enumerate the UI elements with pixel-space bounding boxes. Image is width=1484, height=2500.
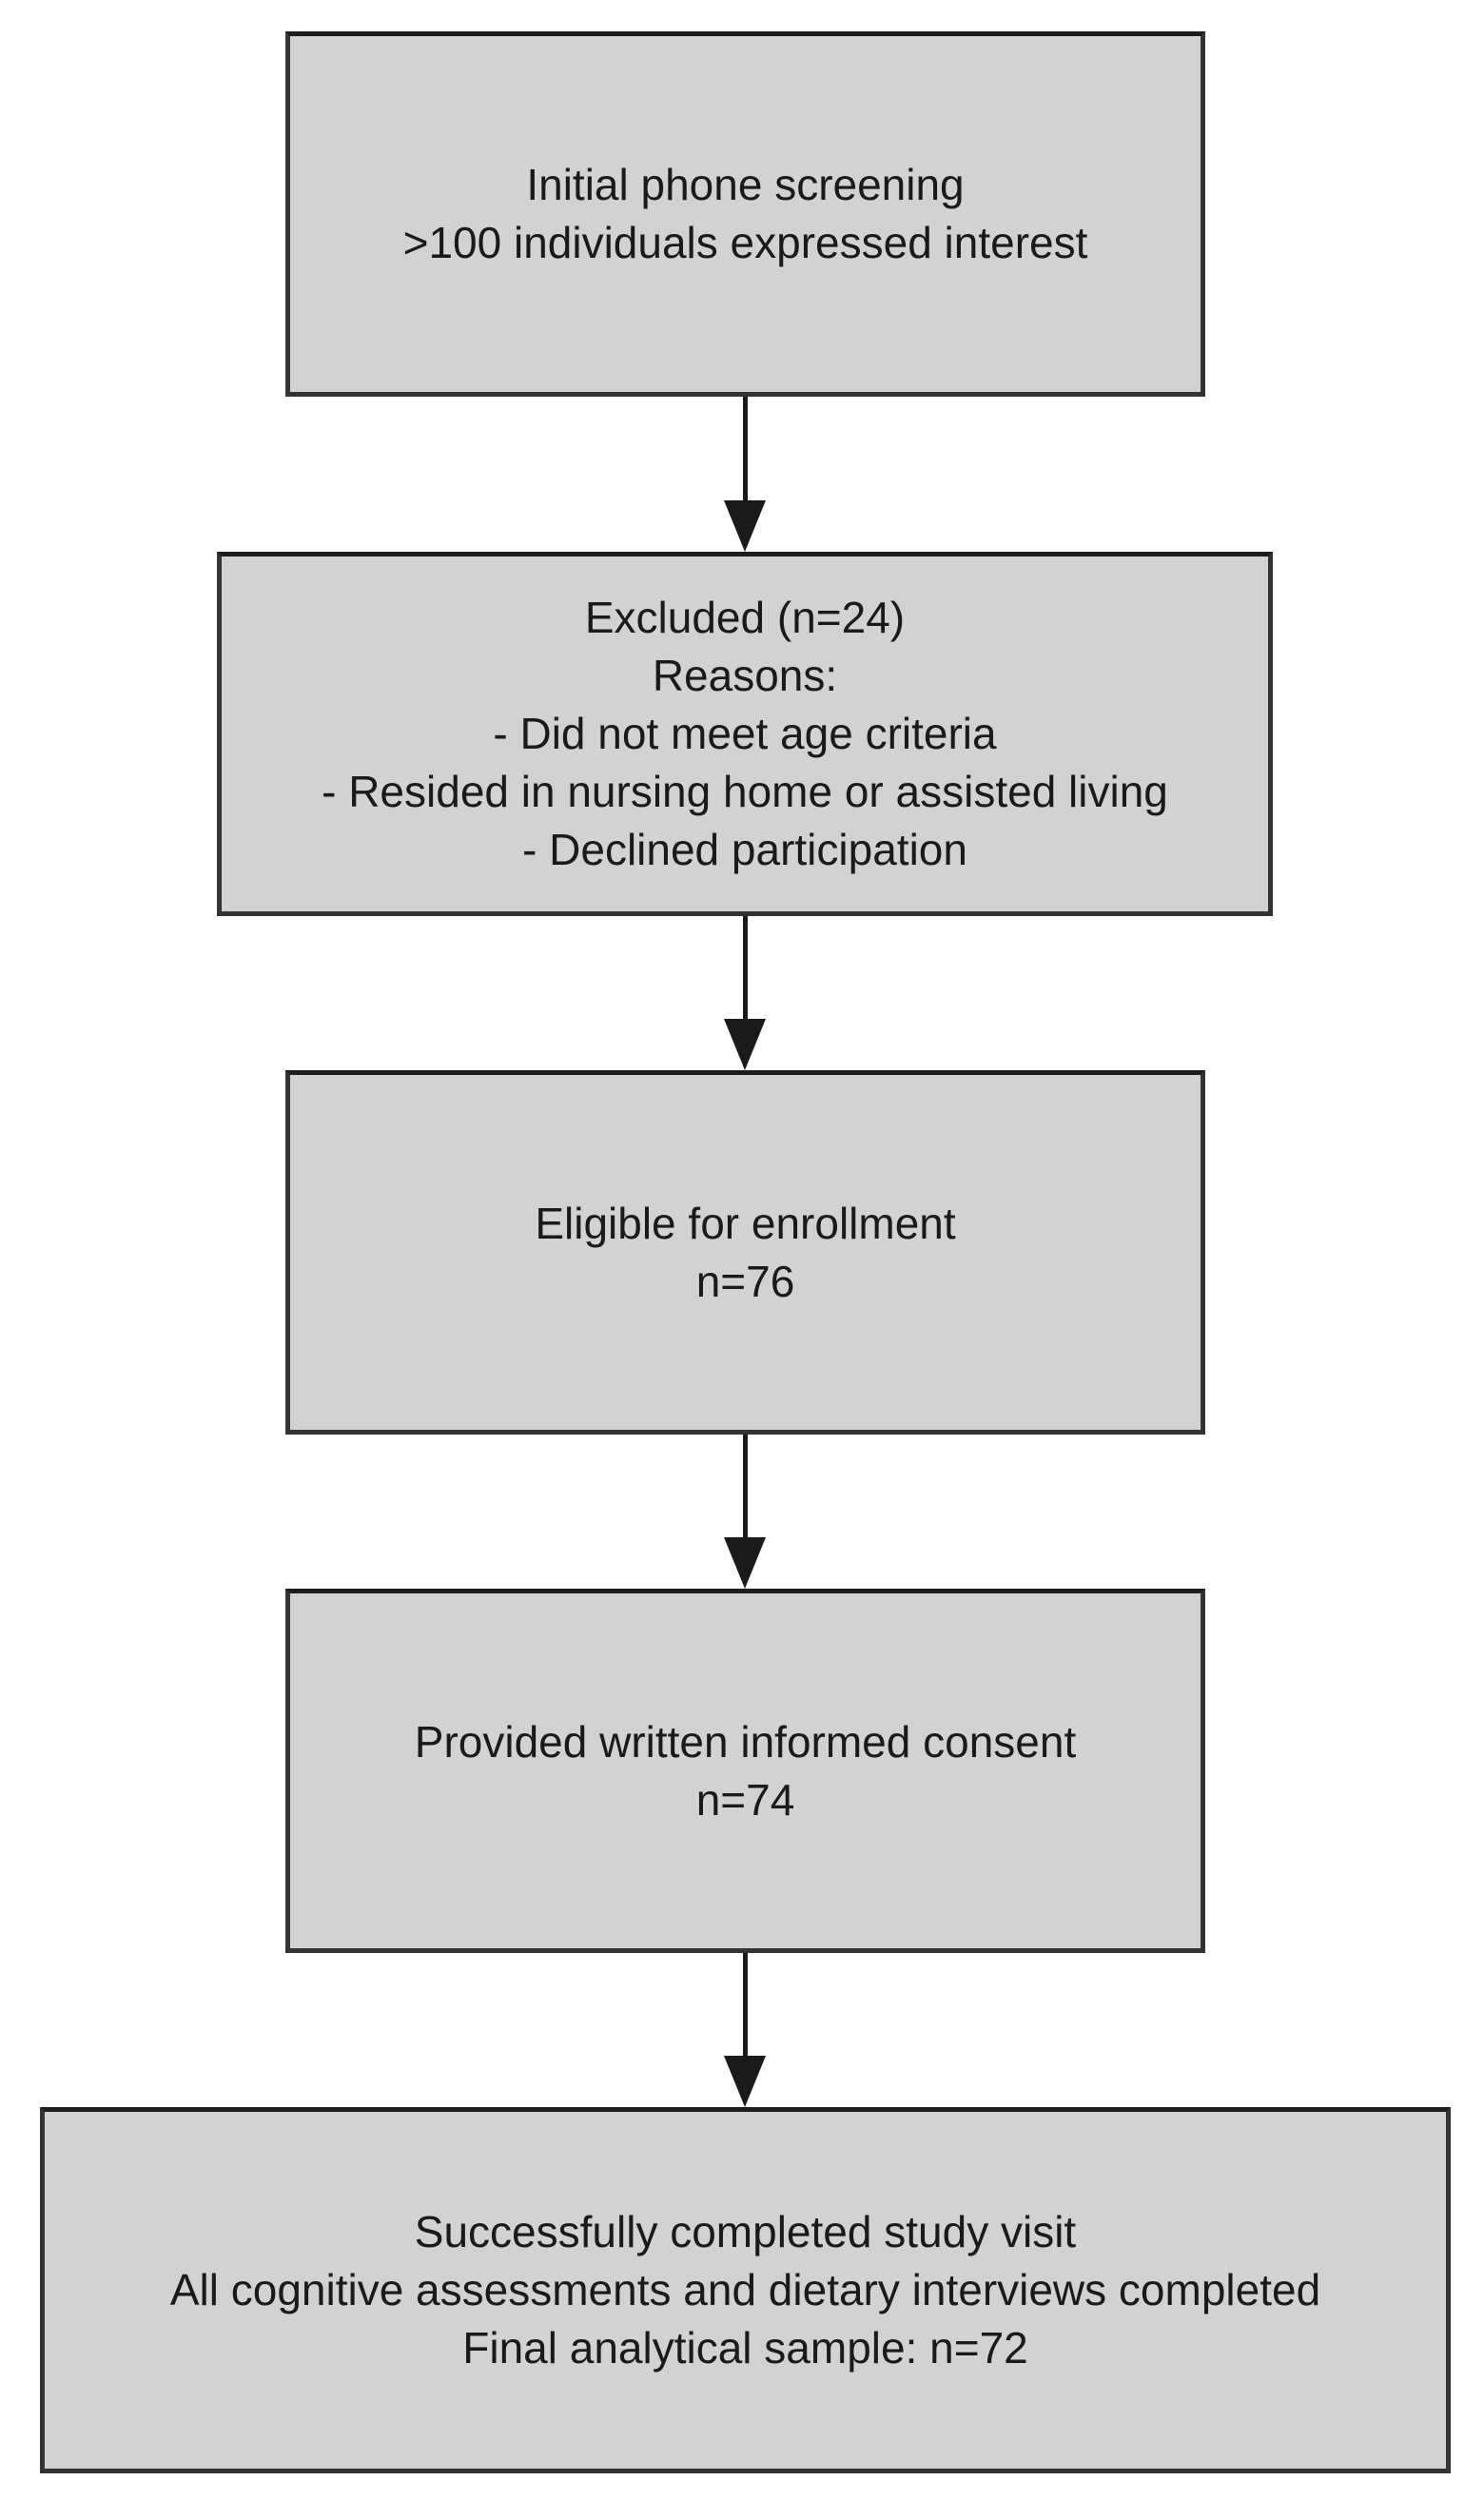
node-text-line: n=76 xyxy=(695,1256,795,1306)
arrow-shaft xyxy=(742,916,748,1019)
down-arrowhead-icon xyxy=(724,1537,766,1589)
node-text-line: Initial phone screening xyxy=(526,160,965,209)
down-arrow-connector xyxy=(724,916,766,1070)
node-text-line: >100 individuals expressed interest xyxy=(402,218,1088,267)
flow-node-excluded: Excluded (n=24) Reasons: - Did not meet … xyxy=(217,552,1273,916)
down-arrow-connector xyxy=(724,1435,766,1589)
down-arrow-connector xyxy=(724,1953,766,2107)
node-text-line: - Did not meet age criteria xyxy=(493,709,997,758)
node-text-line: Excluded (n=24) xyxy=(584,593,906,642)
flow-node-eligible: Eligible for enrollment n=76 xyxy=(285,1070,1205,1435)
flow-node-completed: Successfully completed study visit All c… xyxy=(40,2107,1451,2473)
node-text-line: Reasons: xyxy=(652,651,838,700)
flow-node-consented: Provided written informed consent n=74 xyxy=(285,1589,1205,1953)
node-text-line: Final analytical sample: n=72 xyxy=(462,2323,1028,2373)
arrow-shaft xyxy=(742,397,748,500)
down-arrowhead-icon xyxy=(724,500,766,552)
node-text-line: n=74 xyxy=(695,1774,795,1825)
down-arrowhead-icon xyxy=(724,1019,766,1070)
arrow-shaft xyxy=(742,1435,748,1537)
down-arrow-connector xyxy=(724,397,766,552)
node-text-line: Successfully completed study visit xyxy=(414,2207,1077,2256)
node-text-line: - Resided in nursing home or assisted li… xyxy=(322,767,1168,816)
node-text-line: Eligible for enrollment xyxy=(535,1198,956,1248)
flow-node-initial-screening: Initial phone screening >100 individuals… xyxy=(285,31,1205,397)
arrow-shaft xyxy=(742,1953,748,2056)
node-text-line: All cognitive assessments and dietary in… xyxy=(169,2265,1321,2314)
node-text-line: - Declined participation xyxy=(522,825,967,874)
down-arrowhead-icon xyxy=(724,2056,766,2107)
node-text-line: Provided written informed consent xyxy=(414,1716,1077,1767)
